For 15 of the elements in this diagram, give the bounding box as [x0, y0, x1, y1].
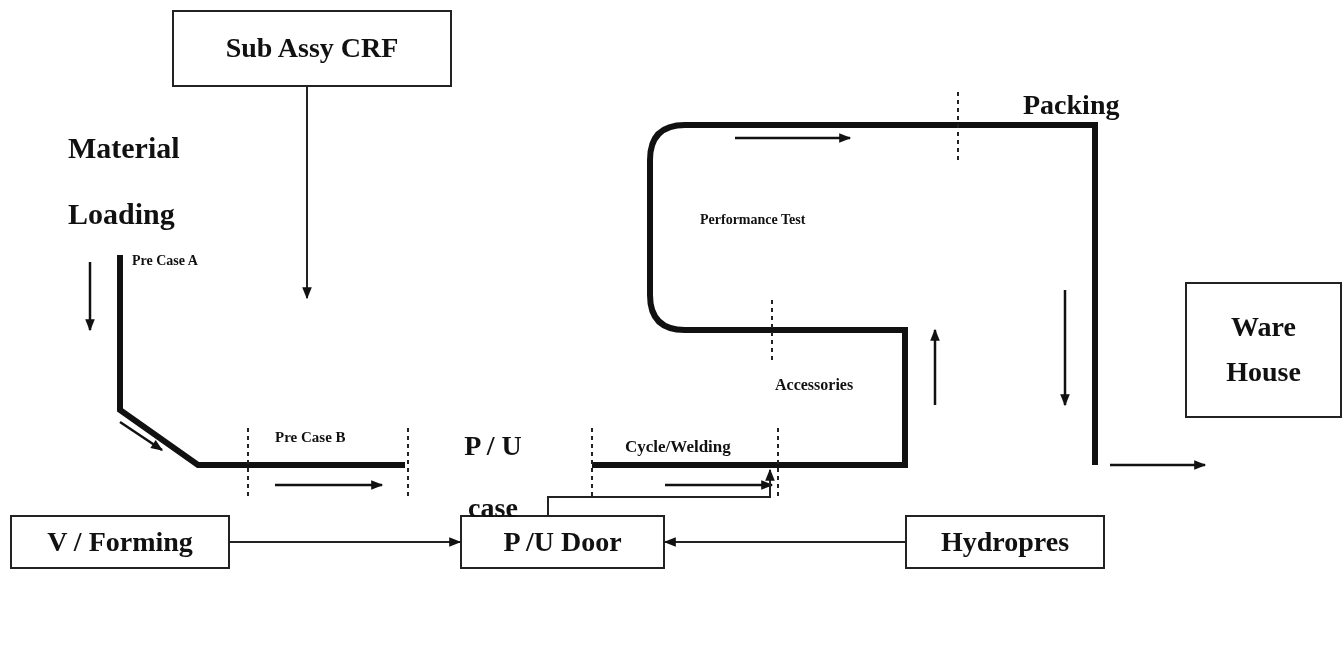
arrow [547, 468, 775, 516]
process-box: Sub Assy CRF [172, 10, 452, 87]
station-label: Accessories [775, 375, 854, 395]
station-label: Performance Test [700, 212, 806, 229]
station-label: Material Loading [68, 130, 181, 232]
process-box: V / Forming [10, 515, 230, 569]
arrow [229, 537, 462, 547]
station-label: Packing [1023, 88, 1120, 122]
process-box: Hydropres [905, 515, 1105, 569]
process-box: Ware House [1185, 282, 1342, 418]
station-label: Pre Case A [132, 253, 198, 270]
station-label: Cycle/Welding [625, 437, 731, 458]
arrow [302, 86, 312, 300]
process-box: P /U Door [460, 515, 665, 569]
station-label: Pre Case B [275, 428, 346, 446]
